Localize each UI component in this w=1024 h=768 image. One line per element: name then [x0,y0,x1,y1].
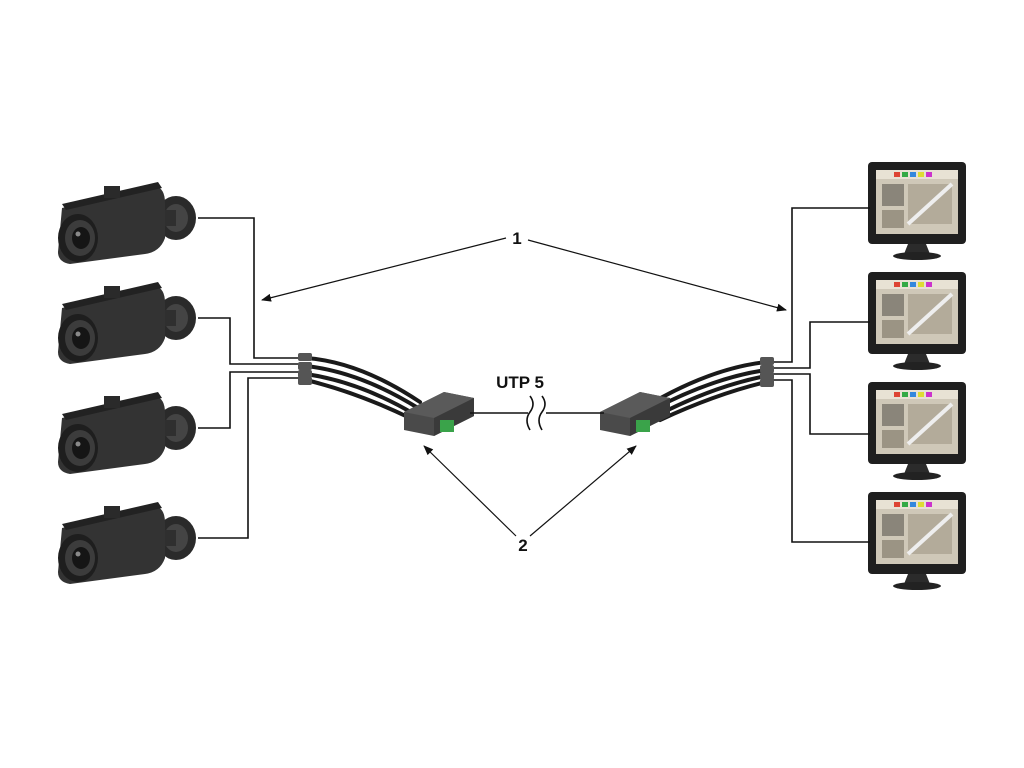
utp-cable [470,395,604,431]
camera-4 [58,502,196,584]
monitor-4 [866,490,968,592]
right-bnc-connectors [760,357,774,387]
left-video-wires [198,217,300,539]
label-1-arrows [261,237,787,312]
label-utp: UTP 5 [496,373,544,392]
monitor-1 [866,160,968,262]
monitor-3 [866,380,968,482]
label-1: 1 [512,229,521,248]
right-video-wires [772,207,870,543]
camera-3 [58,392,196,474]
camera-1 [58,182,196,264]
left-bnc-pigtails [304,356,422,420]
camera-2 [58,282,196,364]
receiver-balun [600,392,670,436]
left-bnc-connectors [298,353,312,385]
label-2: 2 [518,536,527,555]
monitor-2 [866,270,968,372]
label-2-arrows [423,445,637,537]
